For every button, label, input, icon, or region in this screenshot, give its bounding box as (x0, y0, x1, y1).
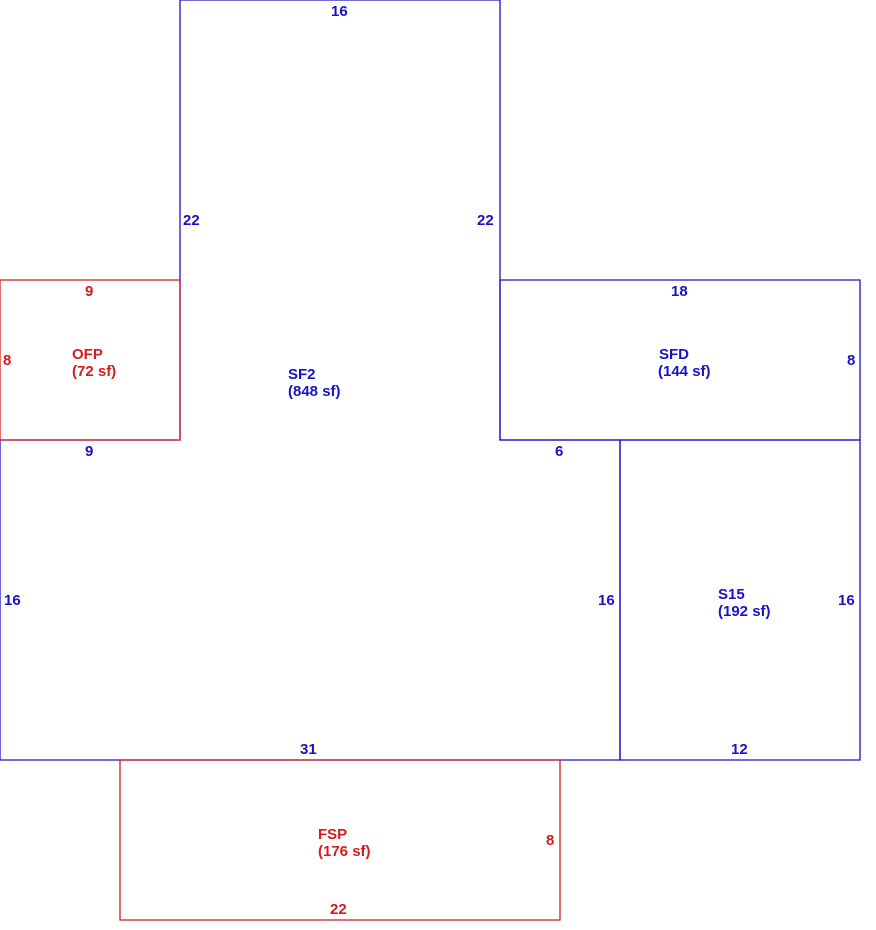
dim-sf2-lower-left: 16 (4, 592, 21, 609)
sf2-code-label: SF2 (288, 366, 316, 383)
ofp-outline (0, 279, 181, 441)
ofp-code-label: OFP (72, 346, 103, 363)
dim-ofp-top: 9 (85, 283, 93, 300)
dim-sf2-top: 16 (331, 3, 348, 20)
dim-sf2-step-right: 6 (555, 443, 563, 460)
dim-sfd-top: 18 (671, 283, 688, 300)
fsp-outline (119, 759, 561, 921)
sf2-area-label: (848 sf) (288, 383, 341, 400)
dim-sfd-right: 8 (847, 352, 855, 369)
fsp-area-label: (176 sf) (318, 843, 371, 860)
dim-sf2-upper-right: 22 (477, 212, 494, 229)
sfd-code-label: SFD (659, 346, 689, 363)
dim-s15-right: 16 (838, 592, 855, 609)
dim-fsp-right: 8 (546, 832, 554, 849)
dim-ofp-left: 8 (3, 352, 11, 369)
s15-area-label: (192 sf) (718, 603, 771, 620)
dim-sf2-step-left: 9 (85, 443, 93, 460)
sfd-area-label: (144 sf) (658, 363, 711, 380)
dim-sf2-lower-right: 16 (598, 592, 615, 609)
fsp-code-label: FSP (318, 826, 347, 843)
dim-s15-bottom: 12 (731, 741, 748, 758)
ofp-area-label: (72 sf) (72, 363, 116, 380)
dim-sf2-bottom: 31 (300, 741, 317, 758)
s15-outline (619, 439, 861, 761)
s15-code-label: S15 (718, 586, 745, 603)
dim-fsp-bottom: 22 (330, 901, 347, 918)
dim-sf2-upper-left: 22 (183, 212, 200, 229)
